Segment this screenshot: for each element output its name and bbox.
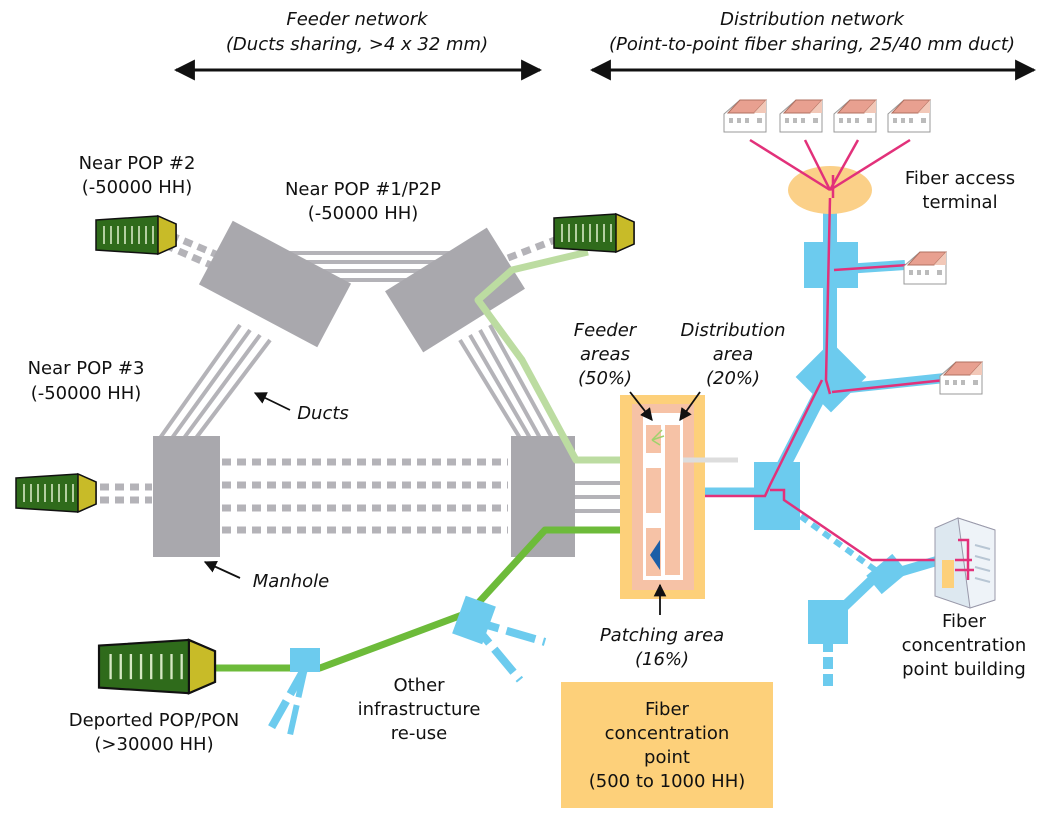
fcp-building-label-2: concentration xyxy=(902,635,1027,656)
feeder-fiber-fan xyxy=(651,429,665,446)
pop3-sub: (-50000 HH) xyxy=(31,383,142,404)
fcp-label-4: (500 to 1000 HH) xyxy=(589,771,746,792)
feeder-areas-label-2: areas xyxy=(580,344,630,365)
distribution-ducts xyxy=(266,210,946,736)
fcp-label-box xyxy=(561,682,773,808)
fcp-label-3: point xyxy=(644,747,690,768)
building-icon xyxy=(934,517,996,609)
pop3-label: Near POP #3 xyxy=(28,358,145,379)
dist-node-4 xyxy=(808,600,848,644)
fcp-label-1: Fiber xyxy=(645,699,690,720)
other-label-3: re-use xyxy=(391,723,447,744)
pop2-sub: (-50000 HH) xyxy=(82,177,193,198)
dist-node-2 xyxy=(795,341,867,413)
fcp-building-label-3: point building xyxy=(902,659,1026,680)
header-distribution: Distribution network (Point-to-point fib… xyxy=(609,9,1015,55)
other-label-1: Other xyxy=(393,675,445,696)
ducts-label: Ducts xyxy=(297,403,349,424)
header-feeder: Feeder network (Ducts sharing, >4 x 32 m… xyxy=(226,9,488,55)
fat-label-1: Fiber access xyxy=(905,168,1015,189)
house-icon xyxy=(887,99,931,133)
pop2-rack-icon xyxy=(95,215,177,255)
patching-area-sub: (16%) xyxy=(635,649,689,670)
house-icon xyxy=(903,251,947,285)
fcp-building-label-1: Fiber xyxy=(942,611,987,632)
house-icon xyxy=(939,361,983,395)
dist-node-7 xyxy=(866,553,908,595)
deported-label: Deported POP/PON xyxy=(69,710,239,731)
distribution-subtitle: (Point-to-point fiber sharing, 25/40 mm … xyxy=(609,34,1015,55)
dist-node-5 xyxy=(452,595,496,645)
distribution-area-label-1: Distribution xyxy=(680,320,785,341)
manholes xyxy=(153,220,575,557)
fcp-label-2: concentration xyxy=(605,723,730,744)
pop3-rack-icon xyxy=(15,473,97,513)
patching-area-label: Patching area xyxy=(600,625,724,646)
deported-fiber xyxy=(215,526,650,672)
deported-pop-rack-icon xyxy=(97,638,217,695)
house-icon xyxy=(723,99,767,133)
drop-fibers xyxy=(664,138,970,575)
pop1-sub: (-50000 HH) xyxy=(308,203,419,224)
splitter-icon xyxy=(650,540,660,570)
fat-label-2: terminal xyxy=(922,192,997,213)
other-label-2: infrastructure xyxy=(358,699,481,720)
distribution-area-label-2: area xyxy=(713,344,754,365)
pop1-rack-icon xyxy=(553,213,635,253)
manhole-left xyxy=(153,436,220,557)
manhole-right xyxy=(511,436,575,557)
feeder-subtitle: (Ducts sharing, >4 x 32 mm) xyxy=(226,34,488,55)
pop2-label: Near POP #2 xyxy=(79,153,196,174)
house-icon xyxy=(779,99,823,133)
manhole-top-left xyxy=(198,220,352,348)
distribution-area-label-3: (20%) xyxy=(706,368,760,389)
manhole-label: Manhole xyxy=(253,571,329,592)
feeder-areas-label-1: Feeder xyxy=(574,320,638,341)
feeder-title: Feeder network xyxy=(286,9,429,30)
manhole-top-right xyxy=(385,227,525,353)
dist-node-1 xyxy=(804,242,858,288)
feeder-areas-label-3: (50%) xyxy=(578,368,632,389)
distribution-title: Distribution network xyxy=(720,9,905,30)
pointer-arrows xyxy=(203,391,701,615)
pop1-label: Near POP #1/P2P xyxy=(285,179,441,200)
dist-node-6 xyxy=(290,648,320,672)
deported-sub: (>30000 HH) xyxy=(94,734,213,755)
house-icon xyxy=(833,99,877,133)
